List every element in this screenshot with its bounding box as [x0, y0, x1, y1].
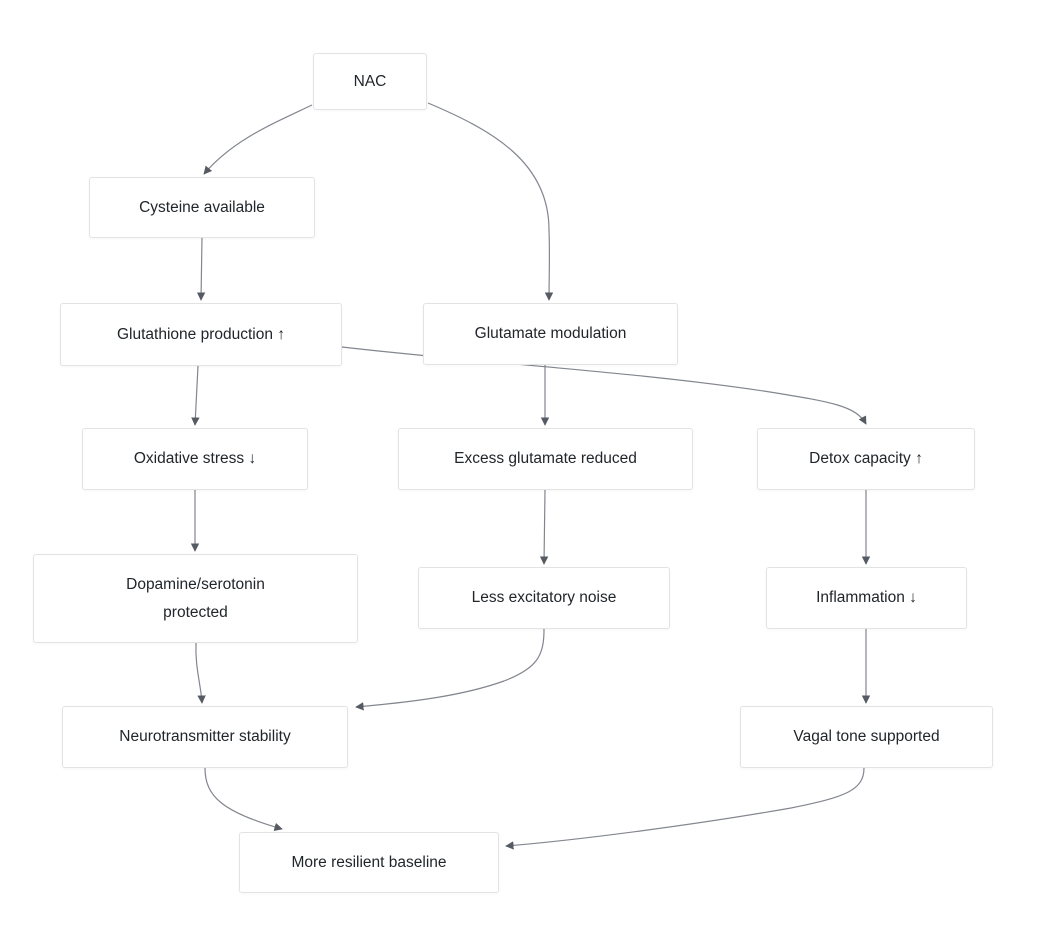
- node-label-nac: NAC: [353, 72, 387, 90]
- edge-stability-to-baseline: [204, 767, 283, 831]
- node-baseline: More resilient baseline: [239, 832, 499, 893]
- node-label-excess: Excess glutamate reduced: [454, 450, 637, 467]
- node-label-vagal: Vagal tone supported: [793, 728, 940, 745]
- node-stability: Neurotransmitter stability: [62, 706, 348, 768]
- edge-nac-to-glutamate: [427, 102, 554, 301]
- node-label-oxidative: Oxidative stress ↓: [133, 450, 257, 467]
- node-inflammation: Inflammation ↓: [766, 567, 967, 629]
- node-noise: Less excitatory noise: [418, 567, 670, 629]
- edge-noise-to-stability: [355, 628, 545, 711]
- node-vagal: Vagal tone supported: [740, 706, 993, 768]
- node-detox: Detox capacity ↑: [757, 428, 975, 490]
- node-glutamate: Glutamate modulation: [423, 303, 678, 365]
- node-label-glutathione: Glutathione production ↑: [116, 325, 286, 343]
- node-label-inflammation: Inflammation ↓: [816, 589, 917, 606]
- edge-excess-to-noise: [539, 489, 549, 565]
- node-label-baseline: More resilient baseline: [291, 853, 447, 871]
- node-dopamine: Dopamine/serotonin protected: [33, 554, 358, 643]
- node-label-detox: Detox capacity ↑: [809, 450, 923, 467]
- node-label-cysteine: Cysteine available: [139, 198, 265, 216]
- node-glutathione: Glutathione production ↑: [60, 303, 342, 366]
- node-label-stability: Neurotransmitter stability: [119, 728, 291, 745]
- node-label-dopamine: Dopamine/serotonin protected: [126, 575, 265, 621]
- node-excess: Excess glutamate reduced: [398, 428, 693, 490]
- node-label-glutamate: Glutamate modulation: [474, 325, 627, 342]
- node-cysteine: Cysteine available: [89, 177, 315, 238]
- node-nac: NAC: [313, 53, 427, 110]
- node-label-noise: Less excitatory noise: [471, 589, 617, 606]
- node-oxidative: Oxidative stress ↓: [82, 428, 308, 490]
- edge-glutathione-to-oxidative: [191, 365, 200, 426]
- edge-dopamine-to-stability: [195, 642, 206, 704]
- edge-cysteine-to-glutathione: [196, 237, 206, 301]
- edge-nac-to-cysteine: [203, 104, 313, 175]
- edge-vagal-to-baseline: [505, 767, 865, 850]
